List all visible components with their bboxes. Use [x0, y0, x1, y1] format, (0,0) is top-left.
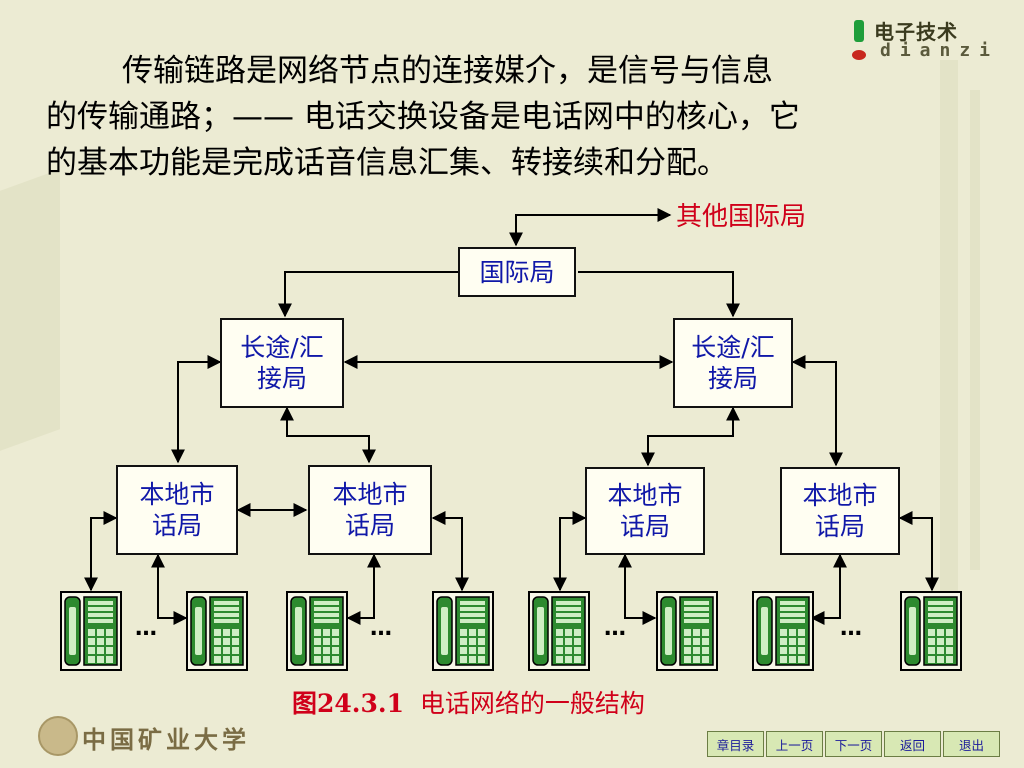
link-local-1-phone-1	[84, 511, 118, 592]
telephone-icon	[528, 591, 590, 671]
paragraph-line-1: 传输链路是网络节点的连接媒介，是信号与信息	[122, 53, 773, 89]
link-local-2-phone-3	[346, 553, 381, 625]
telephone-icon	[60, 591, 122, 671]
node-local-exchange-2: 本地市 话局	[308, 465, 432, 555]
node-local-exchange-3: 本地市 话局	[585, 467, 705, 555]
telephone-icon	[286, 591, 348, 671]
background-stripe	[940, 60, 958, 620]
exit-button[interactable]: 退出	[943, 731, 1000, 757]
logo-bar-icon	[854, 20, 864, 42]
logo-subtitle: dianzi	[880, 40, 1000, 61]
brand-logo: 电子技术 dianzi	[852, 16, 1002, 66]
node-international-exchange: 国际局	[458, 247, 576, 297]
back-button[interactable]: 返回	[884, 731, 941, 757]
link-toll-right-local-4	[791, 355, 843, 467]
telephone-icon	[656, 591, 718, 671]
node-local-exchange-4: 本地市 话局	[780, 467, 900, 555]
next-page-button[interactable]: 下一页	[825, 731, 882, 757]
link-local-1-phone-2	[151, 553, 188, 625]
other-international-label: 其他国际局	[676, 202, 807, 232]
telephone-icon	[900, 591, 962, 671]
link-other-intl	[509, 208, 672, 247]
telephone-icon	[186, 591, 248, 671]
figure-title: 电话网络的一般结构	[419, 689, 645, 718]
link-toll-left-local-1	[171, 355, 222, 464]
university-logo: 中国矿业大学	[38, 716, 268, 756]
link-toll-left-local-2	[280, 406, 376, 464]
university-seal-icon	[38, 716, 78, 756]
node-toll-exchange-right: 长途/汇 接局	[673, 318, 793, 408]
prev-page-button[interactable]: 上一页	[766, 731, 823, 757]
link-local-3-phone-5	[553, 511, 587, 592]
paragraph-line-2: 的传输通路；—— 电话交换设备是电话网中的核心，它	[46, 99, 800, 135]
paragraph-line-3: 的基本功能是完成话音信息汇集、转接续和分配。	[46, 145, 728, 181]
link-intl-toll-left	[278, 271, 458, 318]
link-toll-right-local-3	[641, 406, 740, 467]
link-local-4-phone-7	[810, 553, 847, 625]
link-intl-toll-right	[578, 271, 740, 318]
body-paragraph: 传输链路是网络节点的连接媒介，是信号与信息 的传输通路；—— 电话交换设备是电话…	[46, 48, 976, 186]
logo-title: 电子技术	[874, 20, 958, 44]
logo-dot-icon	[852, 50, 866, 60]
node-local-exchange-1: 本地市 话局	[116, 465, 238, 555]
telephone-icon	[432, 591, 494, 671]
node-toll-exchange-left: 长途/汇 接局	[220, 318, 344, 408]
ellipsis-1: …	[135, 616, 157, 641]
ellipsis-3: …	[604, 616, 626, 641]
university-name: 中国矿业大学	[82, 725, 250, 754]
background-stripe	[970, 90, 980, 570]
figure-number: 图24.3.1	[292, 689, 404, 718]
link-local-3-phone-6	[618, 553, 657, 625]
link-local-2-phone-4	[431, 511, 469, 592]
ellipsis-4: …	[840, 616, 862, 641]
chapter-toc-button[interactable]: 章目录	[707, 731, 764, 757]
ellipsis-2: …	[370, 616, 392, 641]
telephone-icon	[752, 591, 814, 671]
slide-navigation: 章目录 上一页 下一页 返回 退出	[707, 731, 1000, 757]
figure-caption: 图24.3.1 电话网络的一般结构	[292, 684, 645, 720]
link-local-4-phone-8	[898, 511, 939, 592]
